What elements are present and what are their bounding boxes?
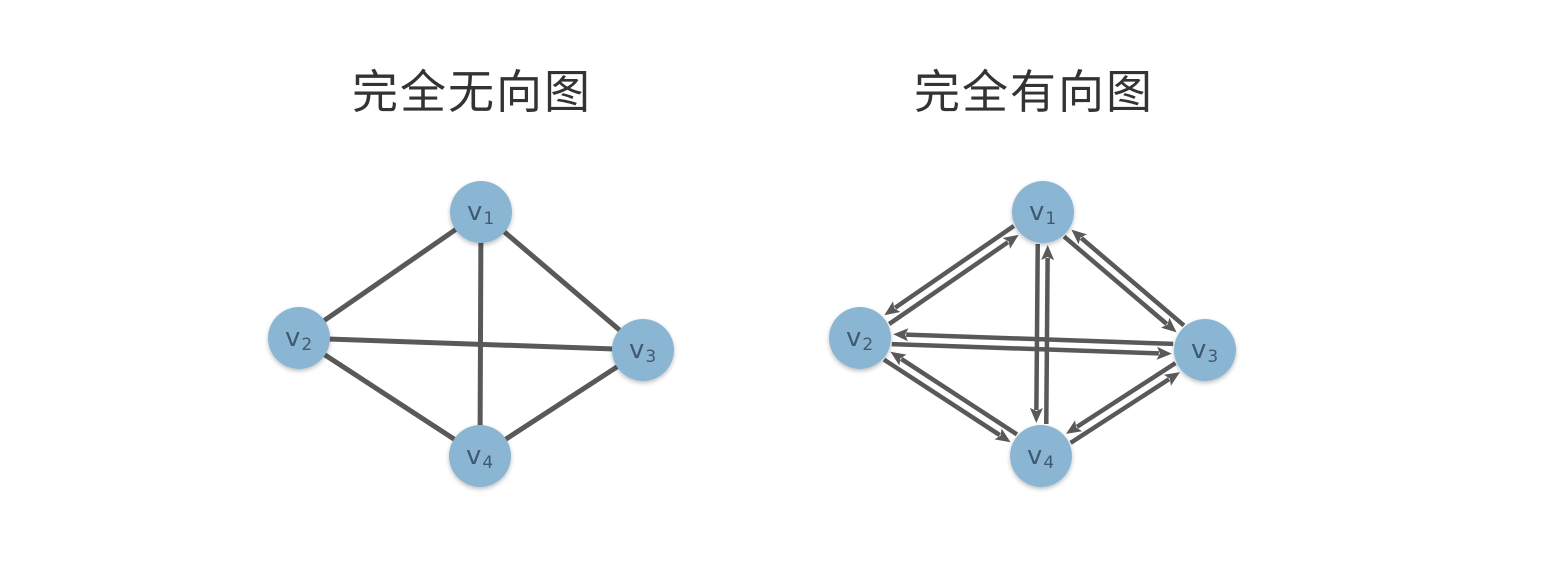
arc-v4-to-v3 [1069, 372, 1180, 445]
arc-v2-to-v4 [882, 357, 1011, 443]
arc-shaft [900, 357, 1019, 437]
left-edges [296, 209, 646, 459]
vertex-circle [268, 307, 330, 369]
vertex-label: v1 [467, 197, 494, 229]
edge-v1-v2 [296, 209, 484, 341]
arc-v3-to-v1 [1071, 229, 1186, 328]
vertex-label: v1 [1029, 197, 1056, 229]
vertex-v3: v3 [1174, 319, 1236, 381]
vertex-letter: v [1029, 197, 1044, 227]
arrowhead [1071, 229, 1087, 245]
vertex-letter: v [1191, 335, 1206, 365]
arc-v1-to-v3 [1062, 234, 1177, 333]
vertex-v1: v1 [450, 181, 512, 243]
arrowhead [1156, 346, 1172, 360]
vertex-label: v4 [1027, 441, 1054, 473]
edge-v1-v3 [478, 209, 646, 353]
vertex-subscript: 3 [645, 347, 656, 367]
arc-v1-to-v4 [1029, 243, 1043, 423]
undirected-graph-title: 完全无向图 [352, 65, 592, 119]
arc-shaft [1062, 234, 1169, 326]
vertex-circle [449, 425, 511, 487]
edge-v2-v4 [296, 335, 483, 459]
vertex-label: v3 [629, 335, 656, 367]
vertex-subscript: 4 [482, 453, 493, 473]
vertex-subscript: 2 [301, 335, 312, 355]
arc-v3-to-v2 [893, 328, 1174, 347]
vertex-letter: v [846, 323, 861, 353]
vertex-v1: v1 [1012, 181, 1074, 243]
vertex-label: v2 [846, 323, 873, 355]
arc-shaft [906, 332, 1174, 347]
vertex-circle [1012, 181, 1074, 243]
arrowhead [884, 301, 901, 316]
arc-shaft [891, 341, 1159, 356]
vertex-label: v4 [466, 441, 493, 473]
vertex-subscript: 2 [862, 335, 873, 355]
vertex-v2: v2 [268, 307, 330, 369]
arc-v3-to-v4 [1066, 361, 1177, 434]
vertex-letter: v [466, 441, 481, 471]
arrowhead [1066, 420, 1083, 434]
arc-v2-to-v1 [887, 234, 1019, 326]
vertex-circle [612, 319, 674, 381]
arc-shaft [1034, 243, 1040, 410]
vertex-letter: v [285, 323, 300, 353]
arrowhead [1002, 234, 1019, 249]
directed-graph-title: 完全有向图 [914, 65, 1154, 119]
arc-shaft [893, 224, 1016, 310]
arrowhead [1029, 407, 1043, 423]
vertex-subscript: 3 [1207, 347, 1218, 367]
vertex-circle [1174, 319, 1236, 381]
vertex-subscript: 1 [1045, 209, 1056, 229]
vertex-v2: v2 [829, 307, 891, 369]
edge-v2-v3 [296, 335, 646, 353]
right-edges [882, 224, 1186, 445]
vertex-circle [450, 181, 512, 243]
arc-shaft [1069, 377, 1171, 445]
vertex-subscript: 1 [483, 209, 494, 229]
arc-shaft [887, 240, 1010, 326]
arrowhead [890, 351, 907, 366]
vertex-letter: v [1027, 441, 1042, 471]
vertex-circle [1010, 425, 1072, 487]
vertex-v4: v4 [1010, 425, 1072, 487]
vertex-subscript: 4 [1043, 453, 1054, 473]
vertex-circle [829, 307, 891, 369]
vertex-label: v2 [285, 323, 312, 355]
vertex-letter: v [629, 335, 644, 365]
vertex-label: v3 [1191, 335, 1218, 367]
edge-v3-v4 [477, 347, 646, 459]
arc-shaft [882, 357, 1001, 437]
vertex-v3: v3 [612, 319, 674, 381]
arrowhead [1161, 317, 1177, 333]
arc-v2-to-v3 [891, 341, 1172, 360]
vertex-v4: v4 [449, 425, 511, 487]
arc-shaft [1079, 236, 1186, 328]
arrowhead [893, 328, 909, 342]
arc-v1-to-v2 [884, 224, 1016, 316]
arrowhead [1041, 245, 1055, 261]
arrowhead [994, 428, 1011, 443]
edge-v1-v4 [477, 209, 484, 459]
arc-v4-to-v2 [890, 351, 1019, 437]
vertex-letter: v [467, 197, 482, 227]
arc-shaft [1075, 361, 1177, 429]
arrowhead [1163, 372, 1180, 386]
arc-v4-to-v1 [1041, 245, 1055, 425]
